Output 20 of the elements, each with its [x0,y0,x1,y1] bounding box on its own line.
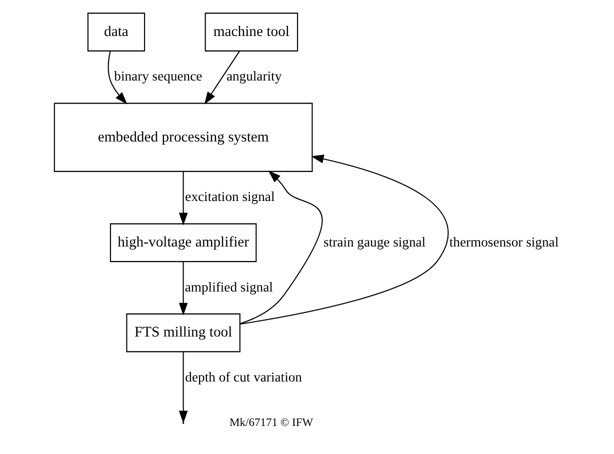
edge-label: angularity [226,68,282,84]
node-box: FTS milling tool [126,312,240,352]
label: Mk/67171 © IFW [229,416,313,428]
arrow [178,352,188,423]
edge-label: excitation signal [184,188,274,204]
arrow [107,50,127,104]
edge-label: depth of cut variation [184,368,302,384]
node-box: machine tool [204,12,298,51]
arrow [178,171,188,225]
arrow [239,154,448,324]
arrow [204,50,240,104]
edge-label: thermosensor signal [448,234,558,249]
arrow [240,170,322,324]
node-box: embedded processing system [53,102,312,172]
node-box: high-voltage amplifier [109,222,256,262]
edge-label: amplified signal [184,278,272,294]
edge-label: binary sequence [114,68,202,84]
edge-label: strain gauge signal [323,234,426,249]
arrow [178,261,188,315]
node-box: data [86,12,145,51]
